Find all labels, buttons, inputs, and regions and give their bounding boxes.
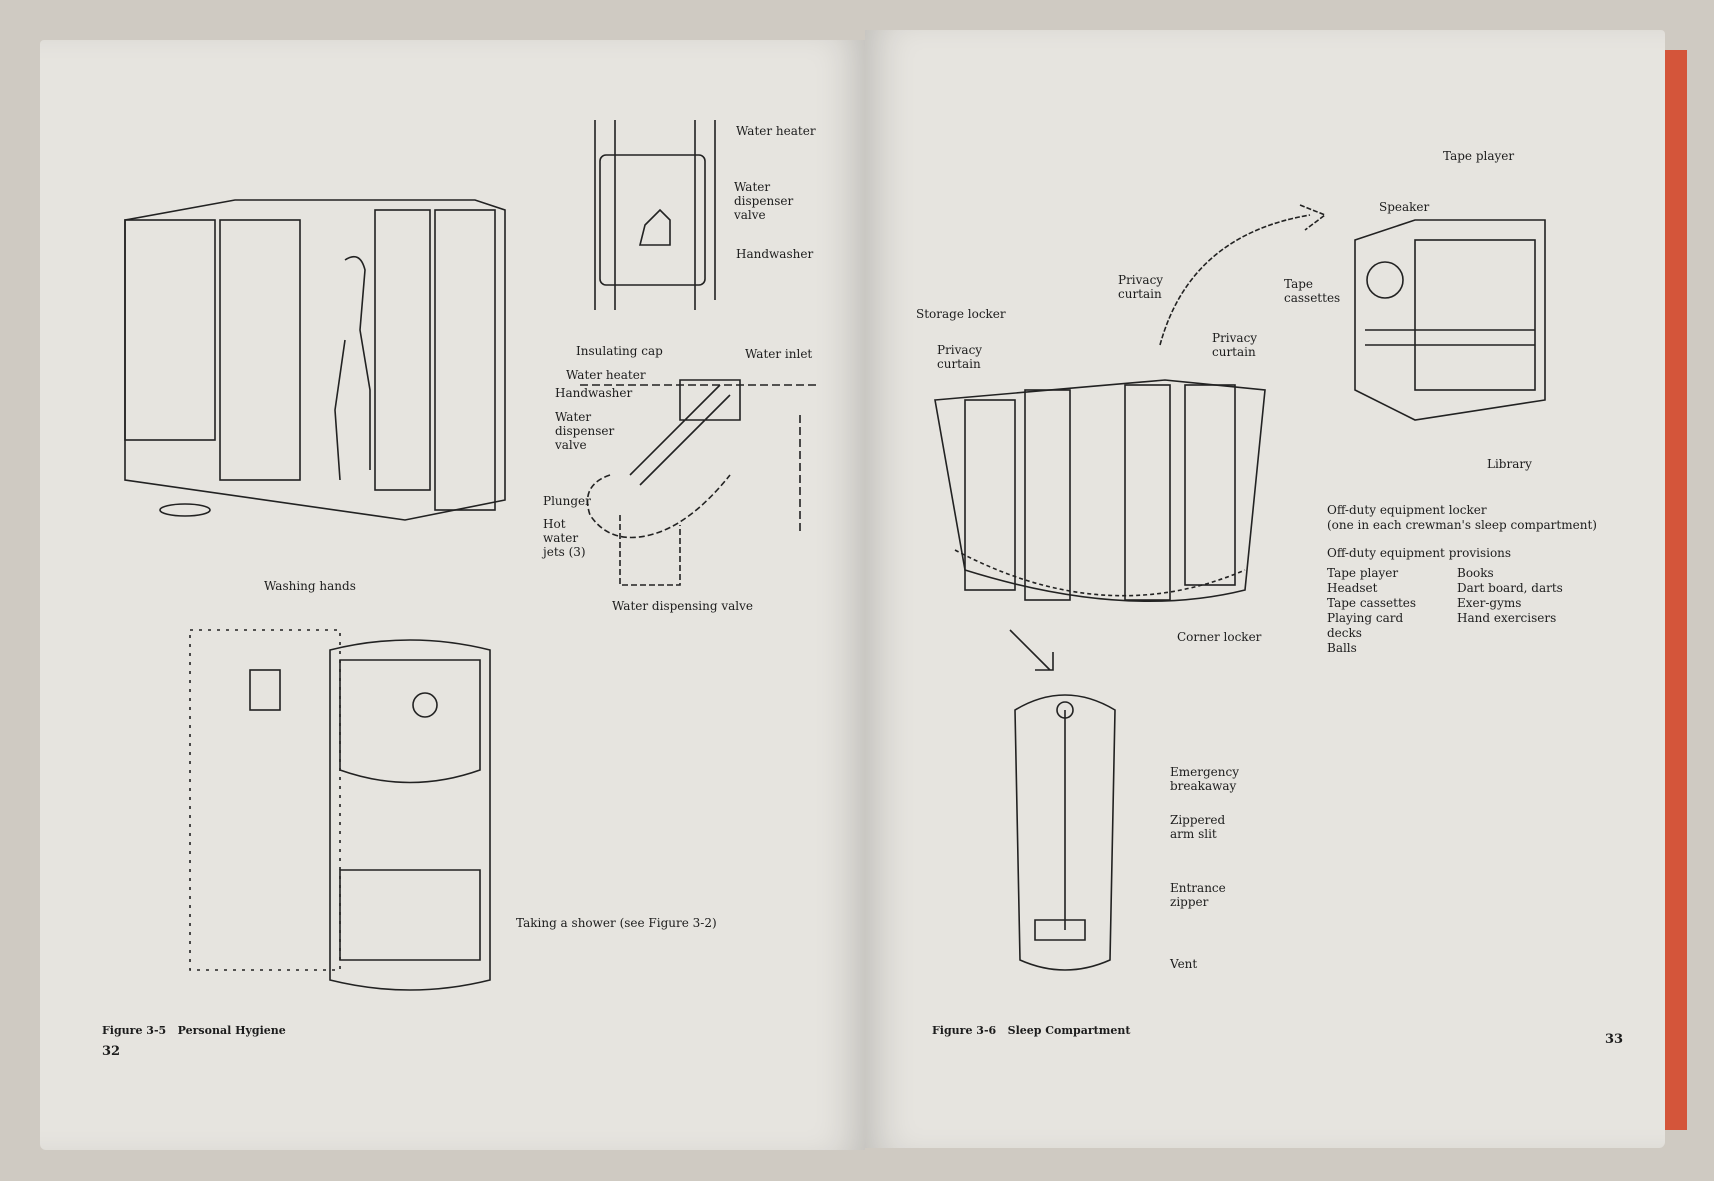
caption-water-dispensing-valve: Water dispensing valve	[612, 599, 753, 613]
provision-item: Dart board, darts	[1457, 581, 1563, 595]
arrow-down	[1009, 629, 1054, 671]
figure-caption-3-5: Figure 3-5 Personal Hygiene	[102, 1024, 286, 1037]
caption-taking-shower: Taking a shower (see Figure 3-2)	[516, 916, 717, 930]
label-hot-water-jets: Hot water jets (3)	[543, 517, 586, 559]
label-handwasher: Handwasher	[736, 247, 814, 261]
label-privacy-curtain-mid: Privacy curtain	[1118, 273, 1164, 301]
locker-title: Off-duty equipment locker	[1327, 503, 1487, 517]
label-corner-locker: Corner locker	[1177, 630, 1262, 644]
label-privacy-curtain-right: Privacy curtain	[1212, 331, 1258, 359]
label-water-dispenser-valve: Water dispenser valve	[734, 180, 794, 222]
label-plunger: Plunger	[543, 494, 591, 508]
figure-caption-3-6: Figure 3-6 Sleep Compartment	[932, 1024, 1131, 1037]
label-insulating-cap: Insulating cap	[576, 344, 663, 358]
label-water-inlet: Water inlet	[745, 347, 813, 361]
curved-arrow-up	[1159, 204, 1327, 346]
provision-item: Hand exercisers	[1457, 611, 1557, 625]
caption-washing-hands: Washing hands	[264, 579, 356, 593]
label-vent: Vent	[1170, 957, 1198, 971]
left-page	[40, 40, 865, 1150]
label-zippered-arm-slit: Zippered arm slit	[1170, 813, 1226, 841]
locker-subtitle: (one in each crewman's sleep compartment…	[1327, 518, 1597, 532]
water-dispensing-valve-illustration	[580, 379, 820, 586]
provisions-list: Tape player Headset Tape cassettes Playi…	[1327, 566, 1563, 656]
label-library: Library	[1487, 457, 1532, 471]
provision-item: Balls	[1327, 641, 1357, 655]
provision-item: Exer-gyms	[1457, 596, 1522, 610]
handwasher-illustration	[594, 120, 716, 310]
provision-item: Playing card decks	[1327, 611, 1404, 640]
label-privacy-curtain-left: Privacy curtain	[937, 343, 983, 371]
provisions-title: Off-duty equipment provisions	[1327, 546, 1512, 560]
label-entrance-zipper: Entrance zipper	[1170, 881, 1226, 909]
page-number-32: 32	[102, 1044, 121, 1059]
right-page	[865, 30, 1665, 1148]
label-water-dispenser-valve-2: Water dispenser valve	[555, 410, 615, 452]
label-water-heater: Water heater	[736, 124, 816, 138]
provision-item: Headset	[1327, 581, 1378, 595]
provision-item: Tape player	[1327, 566, 1399, 580]
provision-item: Books	[1457, 566, 1494, 580]
page-number-33: 33	[1605, 1032, 1624, 1047]
washing-hands-illustration	[124, 199, 506, 521]
off-duty-locker-illustration	[1354, 219, 1546, 421]
label-tape-player: Tape player	[1443, 149, 1515, 163]
label-handwasher-2: Handwasher	[555, 386, 633, 400]
sleep-compartment-illustration	[934, 379, 1266, 603]
label-water-heater-2: Water heater	[566, 368, 646, 382]
label-storage-locker: Storage locker	[916, 307, 1006, 321]
sleeping-bag-illustration	[1014, 694, 1116, 971]
provision-item: Tape cassettes	[1327, 596, 1417, 610]
shower-illustration	[189, 629, 491, 991]
label-emergency-breakaway: Emergency breakaway	[1170, 765, 1239, 793]
orange-cover-edge	[1665, 50, 1687, 1130]
label-tape-cassettes: Tape cassettes	[1284, 277, 1341, 305]
label-speaker: Speaker	[1379, 200, 1430, 214]
